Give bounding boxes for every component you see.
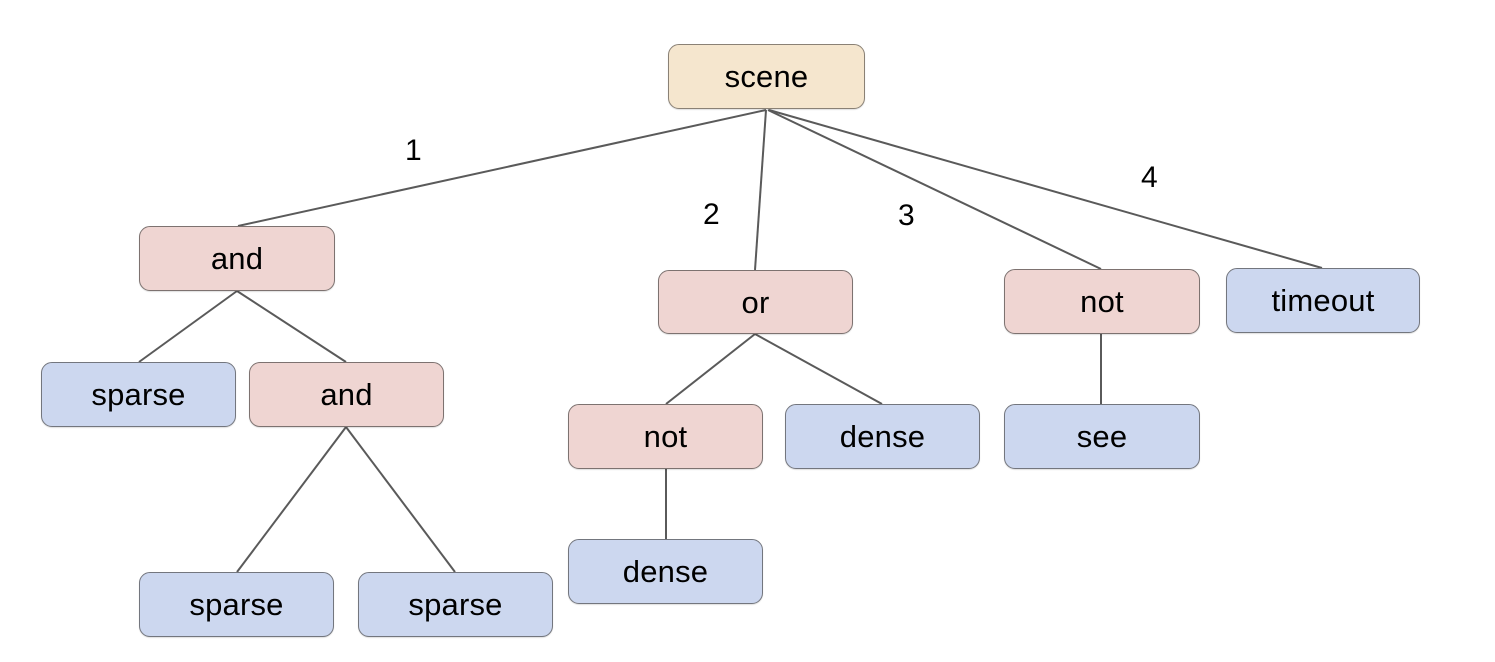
node-dense1[interactable]: dense bbox=[785, 404, 980, 469]
node-label: see bbox=[1076, 419, 1128, 454]
edge-scene-to-not2 bbox=[767, 109, 1102, 270]
node-label: or bbox=[741, 284, 770, 320]
node-label: timeout bbox=[1271, 283, 1375, 318]
node-or1[interactable]: or bbox=[658, 270, 853, 334]
node-label: sparse bbox=[408, 587, 503, 622]
edge-scene-to-or1 bbox=[754, 109, 767, 271]
edge-label-4: 4 bbox=[1141, 161, 1158, 194]
node-and2[interactable]: and bbox=[249, 362, 444, 427]
node-label: scene bbox=[724, 59, 809, 94]
node-scene[interactable]: scene bbox=[668, 44, 865, 109]
edge-scene-to-timeout1 bbox=[768, 109, 1323, 269]
node-not2[interactable]: not bbox=[1004, 269, 1200, 334]
node-label: and bbox=[210, 241, 264, 276]
node-see1[interactable]: see bbox=[1004, 404, 1200, 469]
node-label: and bbox=[320, 377, 373, 412]
node-sparse2[interactable]: sparse bbox=[139, 572, 334, 637]
edge-and2-to-sparse2 bbox=[236, 426, 347, 573]
edge-label-3: 3 bbox=[898, 199, 915, 232]
node-and1[interactable]: and bbox=[139, 226, 335, 291]
node-dense2[interactable]: dense bbox=[568, 539, 763, 604]
node-timeout1[interactable]: timeout bbox=[1226, 268, 1420, 333]
edge-scene-to-and1 bbox=[237, 109, 767, 227]
node-label: not bbox=[1080, 284, 1124, 319]
edge-or1-to-not1 bbox=[665, 333, 756, 405]
node-label: sparse bbox=[91, 377, 186, 412]
edge-label-2: 2 bbox=[703, 198, 720, 231]
node-not1[interactable]: not bbox=[568, 404, 763, 469]
edge-and2-to-sparse3 bbox=[345, 426, 456, 573]
node-label: dense bbox=[839, 419, 926, 454]
node-label: dense bbox=[622, 554, 709, 589]
node-sparse1[interactable]: sparse bbox=[41, 362, 236, 427]
edge-or1-to-dense1 bbox=[754, 333, 883, 405]
edge-and1-to-and2 bbox=[236, 290, 347, 363]
node-sparse3[interactable]: sparse bbox=[358, 572, 553, 637]
node-label: not bbox=[643, 419, 688, 454]
node-label: sparse bbox=[189, 587, 284, 622]
edge-and1-to-sparse1 bbox=[138, 290, 238, 363]
edge-label-1: 1 bbox=[405, 134, 422, 167]
